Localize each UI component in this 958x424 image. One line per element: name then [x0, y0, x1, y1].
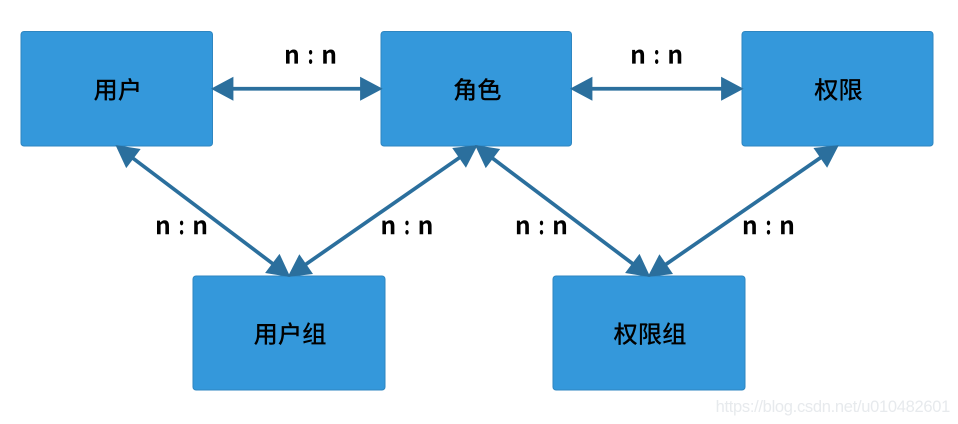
svg-text:https://blog.csdn.net/u0104826: https://blog.csdn.net/u010482601: [716, 398, 951, 416]
